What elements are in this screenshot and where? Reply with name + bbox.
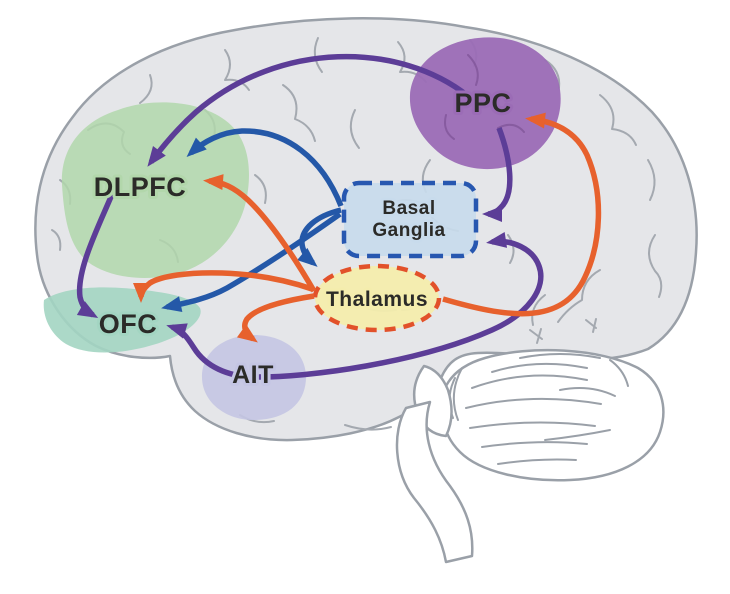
arrow-dlpfc-to-ofc <box>76 185 118 318</box>
arrow-thalamus-to-ait <box>236 293 315 343</box>
ppc-sulci-lines <box>444 54 525 140</box>
arrow-thalamus-to-ofc <box>133 270 313 303</box>
label-ppc: PPC <box>454 88 511 118</box>
label-thalamus: Thalamus <box>326 288 428 311</box>
arrow-ait-to-ofc-and-basal-ganglia <box>166 232 544 380</box>
brainstem-outline <box>395 400 474 564</box>
label-basal-ganglia-line2: Ganglia <box>372 220 445 241</box>
arrow-thalamus-to-dlpfc <box>203 174 317 293</box>
label-ait: AIT <box>232 361 274 389</box>
arrow-ppc-to-basal-ganglia <box>482 127 513 222</box>
arrow-basal-ganglia-to-ofc <box>161 211 342 312</box>
region-ppc <box>409 37 561 170</box>
sulci-lines <box>51 37 663 431</box>
arrow-basal-ganglia-to-dlpfc <box>186 128 344 208</box>
label-basal-ganglia-line1: Basal <box>382 198 435 219</box>
arrow-basal-ganglia-to-thalamus <box>297 207 342 267</box>
orange-arrows <box>133 112 602 343</box>
blue-arrows <box>161 128 344 312</box>
arrow-ppc-to-dlpfc <box>147 53 470 167</box>
arrow-thalamus-to-ppc <box>442 112 602 317</box>
label-dlpfc: DLPFC <box>94 172 187 202</box>
label-ofc: OFC <box>99 309 158 339</box>
cerebellum-outline <box>440 348 665 482</box>
cerebellum-folds <box>448 353 629 465</box>
purple-arrows <box>76 53 544 380</box>
